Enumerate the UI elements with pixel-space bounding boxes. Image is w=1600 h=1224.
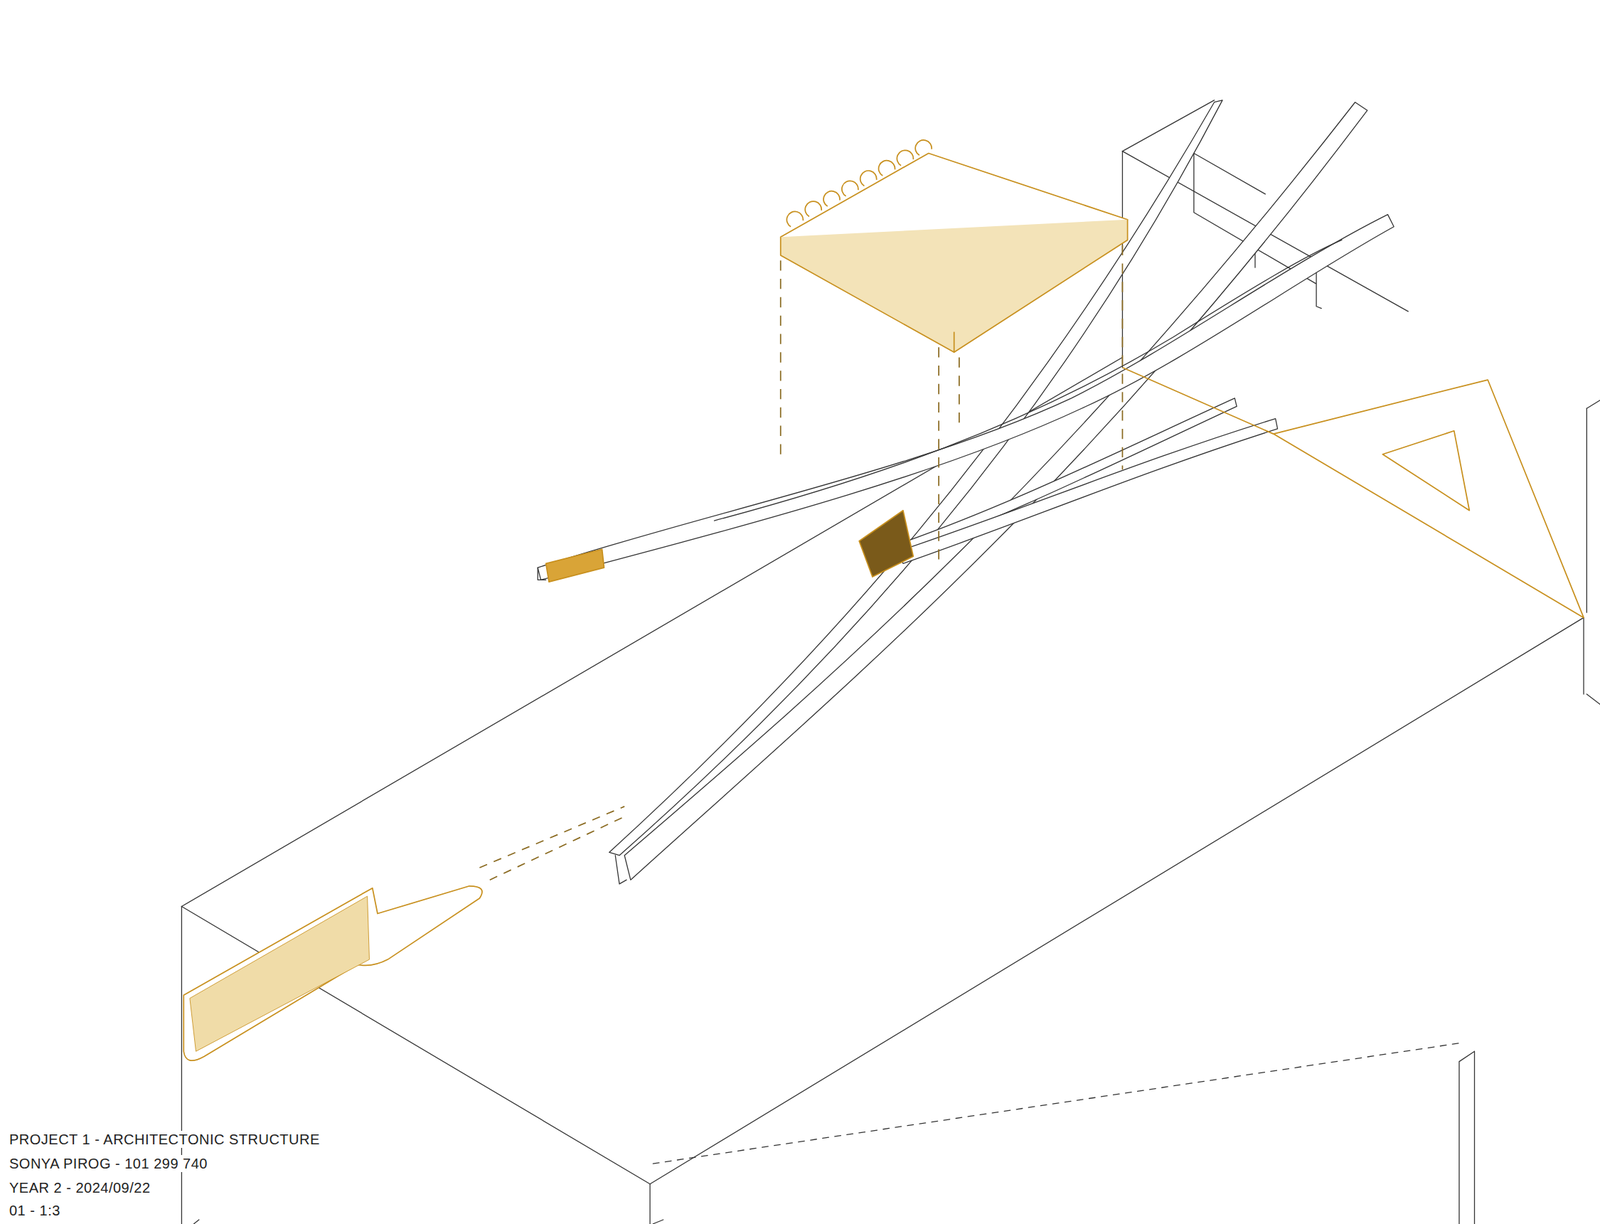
title-block-text: SONYA PIROG - 101 299 740 [7, 1154, 210, 1172]
upper-box-edge [1586, 400, 1600, 409]
beam [898, 418, 1278, 564]
block-edge [649, 617, 1584, 1184]
comb-teeth [189, 896, 370, 1052]
beam [624, 102, 1368, 880]
hidden-line [652, 1043, 1460, 1164]
block-edge [181, 905, 183, 1224]
beam [877, 398, 1237, 560]
cabinet-edge [194, 1219, 664, 1224]
set-square [1273, 379, 1584, 618]
projection-line [489, 816, 625, 880]
comb [183, 886, 483, 1061]
binding-wrap [859, 510, 914, 577]
notebook-pages [953, 332, 956, 353]
beam-end [537, 567, 546, 580]
block-edge [1586, 694, 1600, 704]
cabinet-edge [1459, 1051, 1475, 1224]
projection-line [780, 245, 1123, 562]
set-square [1382, 430, 1470, 511]
notebook-pages [780, 219, 1128, 353]
block-edge [181, 905, 650, 1224]
beam [615, 855, 627, 884]
block-edge [1583, 408, 1587, 695]
beam [537, 214, 1394, 581]
title-block-text: YEAR 2 - 2024/09/22 [7, 1179, 153, 1197]
binding-wrap [546, 548, 605, 582]
title-block-text: 01 - 1:3 [7, 1201, 63, 1219]
title-block-text: PROJECT 1 - ARCHITECTONIC STRUCTURE [7, 1130, 323, 1148]
projection-line [479, 806, 625, 868]
set-square-edge [1122, 367, 1273, 434]
notebook-spiral [786, 140, 932, 227]
